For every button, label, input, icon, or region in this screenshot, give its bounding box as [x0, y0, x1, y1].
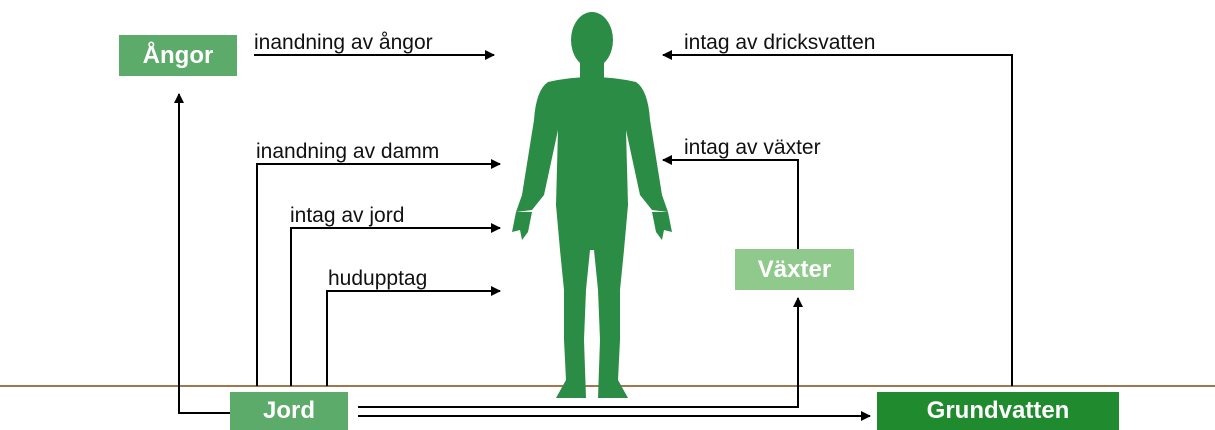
arrow-hudupptag: [327, 291, 500, 386]
label-inandning-damm: inandning av damm: [256, 140, 439, 164]
label-hudupptag: hudupptag: [328, 267, 427, 291]
label-inandning-angor: inandning av ångor: [254, 31, 433, 55]
arrow-intag-dricksvatten: [663, 55, 1012, 386]
vaxter-box-label: Växter: [758, 256, 831, 284]
arrow-intag-jord: [291, 228, 500, 386]
angor-box: Ångor: [119, 35, 237, 76]
arrow-intag-vaxter: [663, 160, 798, 250]
arrow-jord-to-angor: [179, 94, 232, 413]
human-figure: [512, 12, 672, 398]
jord-box: Jord: [230, 392, 348, 430]
jord-box-label: Jord: [263, 397, 315, 425]
grundvatten-box-label: Grundvatten: [927, 397, 1070, 425]
label-intag-vaxter: intag av växter: [684, 136, 821, 160]
grundvatten-box: Grundvatten: [877, 392, 1119, 430]
label-intag-jord: intag av jord: [290, 204, 404, 228]
label-intag-dricksvatten: intag av dricksvatten: [684, 31, 875, 55]
angor-box-label: Ångor: [143, 42, 214, 70]
vaxter-box: Växter: [735, 249, 854, 290]
